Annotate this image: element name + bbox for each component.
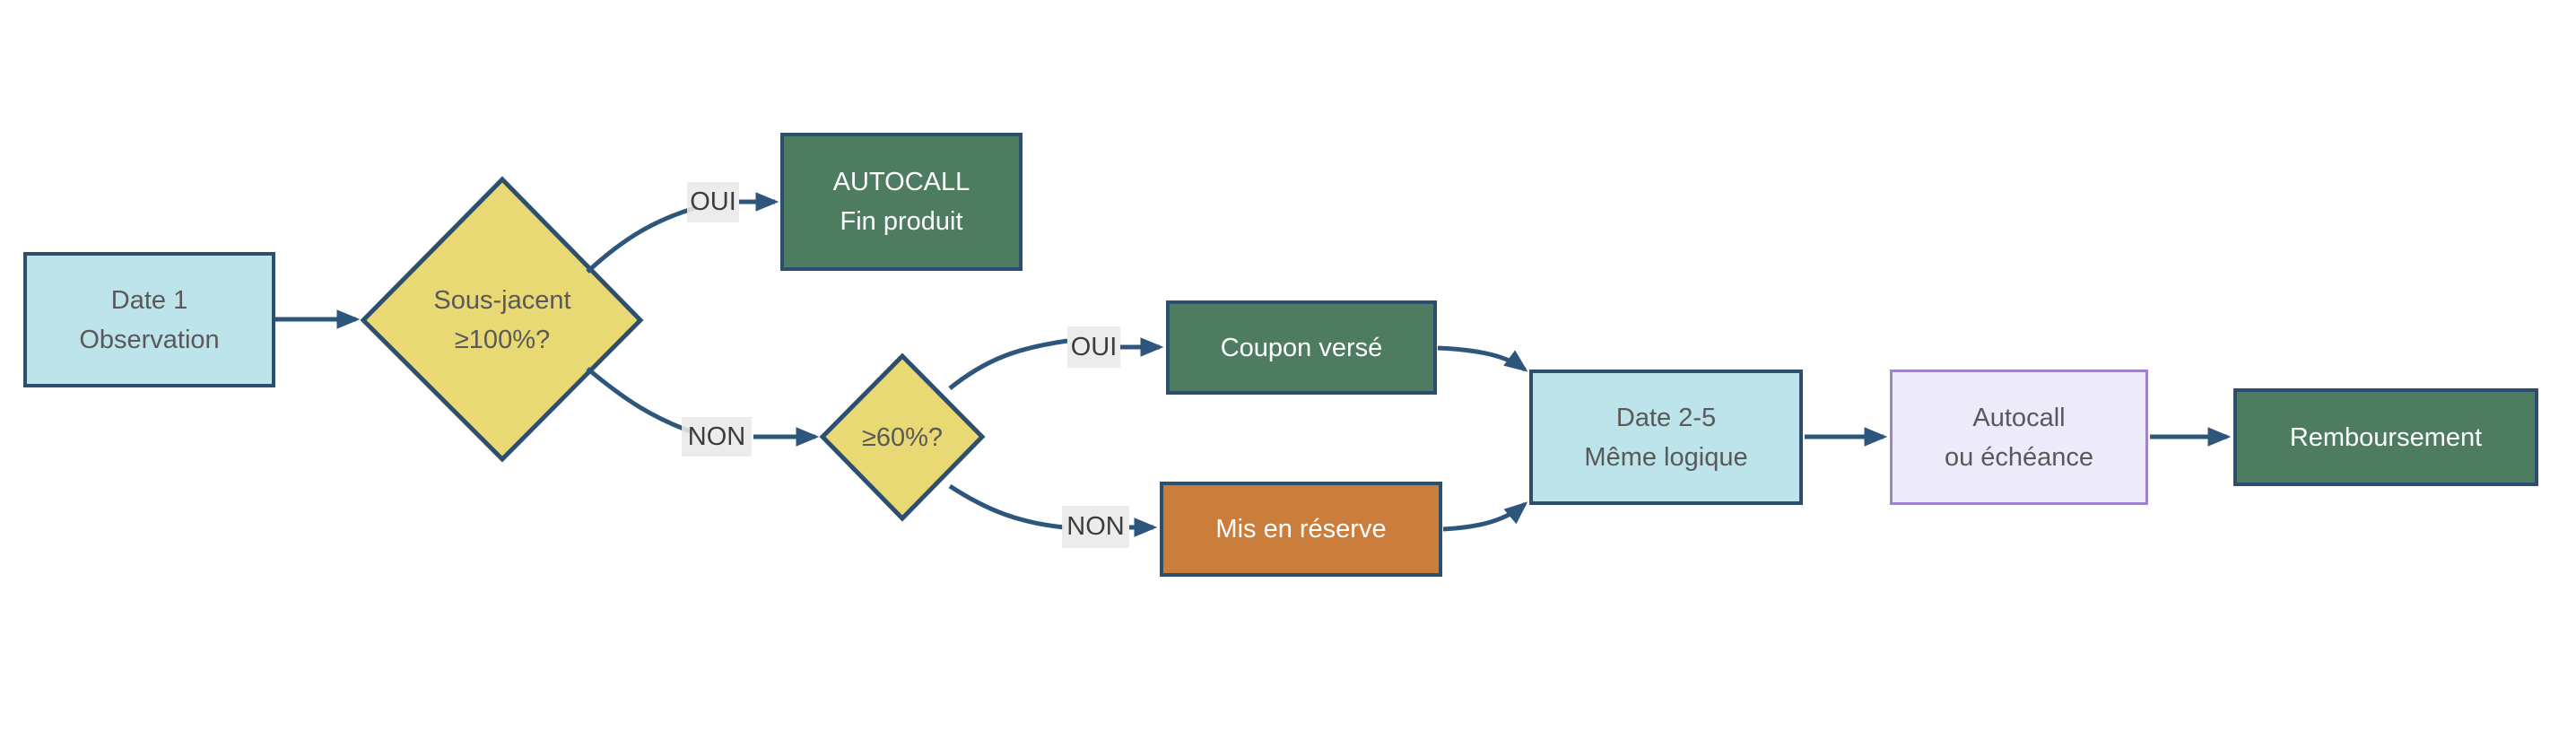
edge-decision1-non-curve [586,367,696,436]
edge-label-oui-1: OUI [687,182,739,222]
node-autocall-or-maturity: Autocall ou échéance [1890,370,2148,505]
node-date1-line1: Date 1 [110,285,188,315]
edge-coupon-to-date25 [1437,345,1528,372]
node-date1: Date 1 Observation [23,252,275,387]
edge-label-non-1: NON [682,417,752,457]
edge-reserve-to-date25 [1442,501,1528,532]
node-decision2-text: ≥60%? [831,418,974,457]
node-coupon: Coupon versé [1166,300,1437,395]
edge-label-oui-2: OUI [1067,326,1120,368]
node-reserve: Mis en réserve [1160,482,1442,577]
node-decision1-text: Sous-jacent ≥100%? [368,281,637,360]
node-date1-line2: Observation [79,325,220,354]
node-decision1-line1: Sous-jacent [433,286,571,315]
node-remboursement: Remboursement [2233,388,2538,486]
node-coupon-line1: Coupon versé [1220,333,1383,362]
node-decision1-line2: ≥100%? [454,326,551,354]
node-autocall-end: AUTOCALL Fin produit [780,133,1023,271]
node-date25: Date 2-5 Même logique [1529,370,1803,505]
node-reserve-line1: Mis en réserve [1215,515,1387,544]
edge-decision2-oui-curve [948,338,1068,390]
node-autocall-end-line1: AUTOCALL [832,168,970,196]
edge-decision2-non-curve [948,483,1065,530]
decision1-diamond-shape [360,176,644,463]
node-date25-line2: Même logique [1584,442,1748,472]
node-decision2-line1: ≥60%? [861,423,944,452]
node-autocall-end-line2: Fin produit [840,207,963,236]
edge-label-non-2: NON [1062,506,1129,548]
node-date25-line1: Date 2-5 [1615,403,1717,432]
node-autocall-or-maturity-line1: Autocall [1972,403,2066,432]
decision2-diamond-shape [819,352,986,522]
node-autocall-or-maturity-line2: ou échéance [1944,442,2094,472]
edge-decision1-oui-curve [586,204,699,274]
node-remboursement-line1: Remboursement [2289,422,2483,452]
